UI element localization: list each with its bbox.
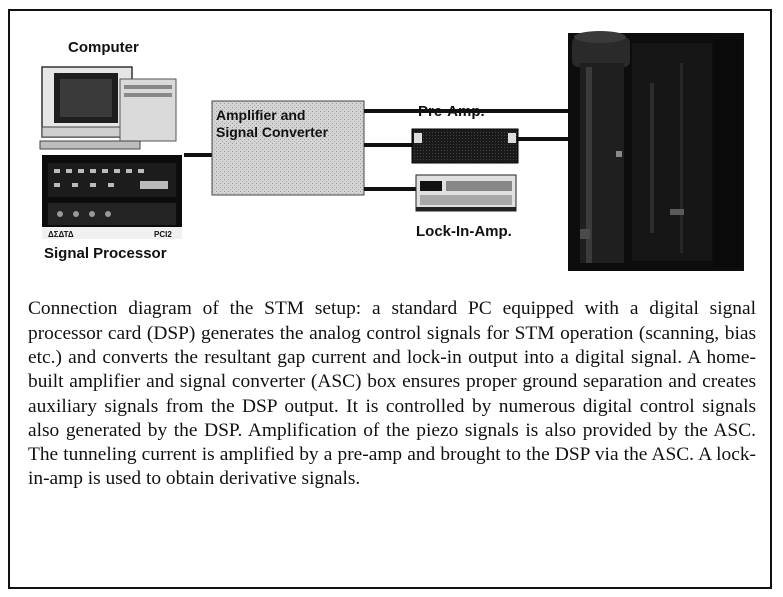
lock-in-amp-icon [415,174,517,212]
stm-connection-diagram: ΔΣΔΤΔ PCI2 [20,23,764,273]
diagram-graphics: ΔΣΔΤΔ PCI2 [39,31,744,271]
amplifier-label-line2: Signal Converter [216,124,329,140]
stm-photo [568,31,744,271]
pre-amp-label: Pre-Amp. [418,103,485,120]
signal-processor-label: Signal Processor [44,245,167,262]
figure-caption: Connection diagram of the STM setup: a s… [28,298,756,490]
amplifier-box [211,100,365,196]
computer-icon [39,66,177,150]
dsp-model-mark: PCI2 [154,230,172,239]
amplifier-label-line1: Amplifier and [216,107,306,123]
dsp-brand-mark: ΔΣΔΤΔ [48,230,74,239]
figure-frame: ΔΣΔΤΔ PCI2 [8,9,772,589]
pre-amp-icon [411,128,519,164]
signal-processor-icon [42,155,182,239]
computer-label: Computer [68,39,139,56]
lock-in-amp-label: Lock-In-Amp. [416,223,512,240]
